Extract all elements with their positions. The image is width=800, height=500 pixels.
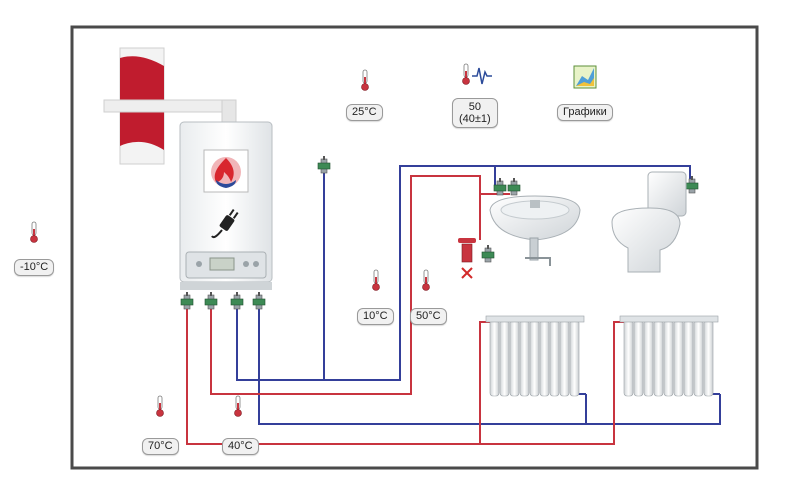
radiator-left [485, 315, 585, 397]
return-temp-label: 40°C [222, 438, 259, 455]
charts-button[interactable]: Графики [557, 104, 613, 121]
radiator-right [619, 315, 719, 397]
radiator-fin [519, 319, 530, 397]
gas-tap[interactable] [458, 238, 476, 263]
cold-water-pipes [236, 165, 721, 425]
hot-water-temp-label: 50°C [410, 308, 447, 325]
radiator-fin [509, 319, 520, 397]
radiator-fin [529, 319, 540, 397]
radiator-fin [663, 319, 674, 397]
thermometer-icon [30, 221, 38, 243]
radiator-fin [559, 319, 570, 397]
radiator-fin [623, 319, 634, 397]
radiator-fin [693, 319, 704, 397]
cold-water-temp-label: 10°C [357, 308, 394, 325]
gas-boiler[interactable] [179, 121, 273, 290]
pressure-sensor-icon [462, 63, 492, 85]
power-plug-icon [211, 208, 239, 239]
close-x-icon [461, 267, 473, 279]
radiator-fin [683, 319, 694, 397]
wash-basin [489, 195, 581, 266]
flame-logo-icon [203, 149, 249, 193]
radiator-fin [633, 319, 644, 397]
outdoor-temp-label: -10°C [14, 259, 55, 276]
supply-temp-label: 70°C [142, 438, 179, 455]
toilet [611, 171, 687, 273]
radiator-fin [653, 319, 664, 397]
radiator-fin [549, 319, 560, 397]
radiator-manifold [485, 315, 585, 323]
pressure-value: 50 [468, 101, 481, 113]
radiator-fin [569, 319, 580, 397]
radiator-fin [673, 319, 684, 397]
radiator-fin [539, 319, 550, 397]
radiator-fin [499, 319, 510, 397]
radiator-manifold [619, 315, 719, 323]
radiator-fin [703, 319, 714, 397]
pressure-range: (40±1) [459, 113, 491, 125]
chimney-flue [103, 47, 237, 165]
pressure-label: 50 (40±1) [452, 98, 498, 128]
radiator-fin [489, 319, 500, 397]
radiator-fin [643, 319, 654, 397]
room-temp-label: 25°C [346, 104, 383, 121]
charts-icon[interactable] [573, 65, 597, 89]
